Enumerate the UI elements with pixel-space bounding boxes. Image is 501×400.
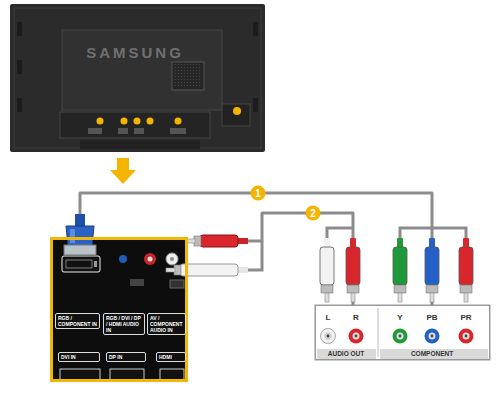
rca-plug-red <box>459 238 473 302</box>
d-sub-plug <box>64 214 96 255</box>
rca-plug-green <box>393 238 407 302</box>
rca-plug-red <box>346 238 360 302</box>
direction-arrow <box>110 158 136 184</box>
callout-number: 2 <box>306 206 321 221</box>
rca-plug-red <box>186 235 248 247</box>
panel-detail <box>50 237 188 382</box>
jack-label: PR <box>460 314 471 322</box>
jack-label: AUDIO OUT <box>328 351 364 358</box>
cable <box>80 193 432 306</box>
port-label-text: HDMI <box>159 354 183 360</box>
audio-out-section: L R AUDIO OUT <box>316 306 378 359</box>
port-label-text: AV / COMPONENT AUDIO IN <box>150 315 183 333</box>
port-label: RGB / COMPONENT IN <box>55 313 100 329</box>
cable <box>188 213 353 306</box>
port-label: RGB / DVI / DP / HDMI AUDIO IN <box>103 313 145 335</box>
monitor-back <box>10 4 265 152</box>
connection-panel: RGB / COMPONENT IN RGB / DVI / DP / HDMI … <box>50 237 188 382</box>
port-label: DP IN <box>106 352 146 362</box>
rca-plug-white <box>166 264 248 276</box>
port-label-text: DP IN <box>109 354 143 360</box>
jack-label: PB <box>426 314 437 322</box>
jack-label: Y <box>397 314 402 322</box>
jack-label: L <box>326 314 331 322</box>
av-device-panel <box>315 305 490 360</box>
brand-name: SAMSUNG <box>86 45 184 60</box>
rca-plug-blue <box>425 238 439 302</box>
jack-label: COMPONENT <box>411 351 453 358</box>
av-device: L R AUDIO OUT Y PB PR COMPONENT <box>315 305 490 360</box>
port-label-text: RGB / COMPONENT IN <box>58 315 97 327</box>
callout-number: 1 <box>251 186 266 201</box>
jack-label: R <box>353 314 359 322</box>
port-label-text: DVI IN <box>61 354 97 360</box>
port-label: HDMI <box>156 352 186 362</box>
port-label: DVI IN <box>58 352 100 362</box>
port-label-text: RGB / DVI / DP / HDMI AUDIO IN <box>106 315 142 333</box>
rca-plug-white <box>320 238 334 302</box>
port-label: AV / COMPONENT AUDIO IN <box>147 313 186 335</box>
component-section: Y PB PR COMPONENT <box>378 306 489 359</box>
